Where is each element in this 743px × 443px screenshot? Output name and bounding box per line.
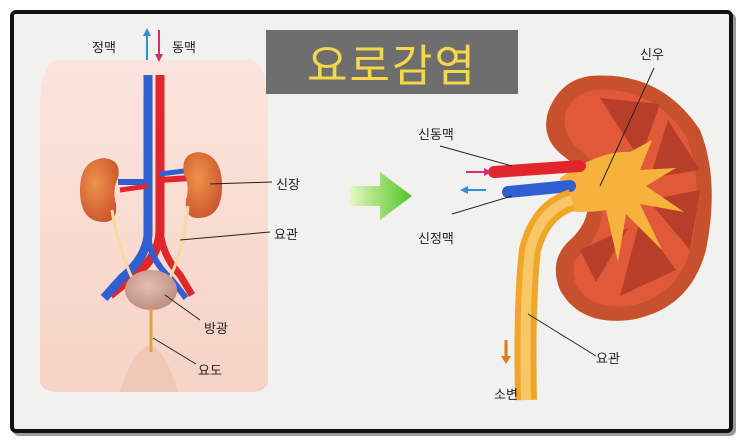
label-ureter-left: 요관	[274, 228, 298, 243]
kidney-right	[183, 152, 222, 218]
bladder-shape	[125, 270, 177, 310]
label-renal-artery: 신동맥	[418, 128, 454, 143]
label-urethra: 요도	[198, 364, 222, 379]
label-kidney: 신장	[276, 178, 300, 193]
label-ureter-right: 요관	[596, 352, 620, 367]
kidney-left	[80, 158, 119, 222]
label-bladder: 방광	[204, 322, 228, 337]
label-artery: 동맥	[172, 41, 196, 56]
page-title: 요로감염	[307, 41, 477, 92]
label-vein: 정맥	[92, 41, 116, 56]
label-renal-vein: 신정맥	[418, 232, 454, 247]
transition-arrow	[350, 172, 412, 220]
label-renal-pelvis: 신우	[640, 48, 664, 63]
torso-silhouette	[40, 60, 268, 392]
title-banner: 요로감염	[266, 30, 518, 94]
label-urine: 소변	[494, 388, 518, 403]
